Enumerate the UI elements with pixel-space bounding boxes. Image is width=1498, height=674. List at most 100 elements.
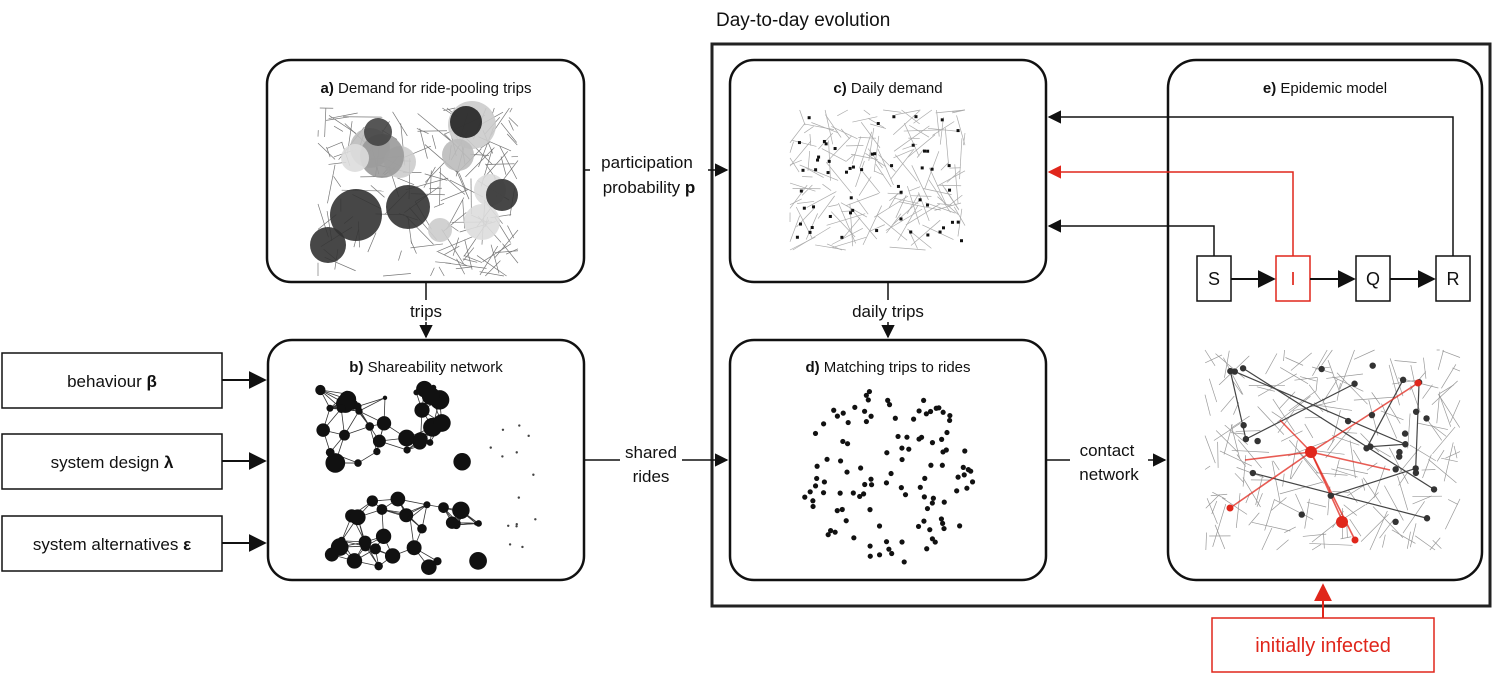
demand-dot — [851, 165, 855, 169]
demand-dot — [899, 217, 903, 221]
infected-node — [1336, 516, 1348, 528]
street-line — [948, 194, 963, 207]
network-node — [349, 509, 366, 526]
participation-label-bg — [590, 148, 708, 198]
shared-rides-label-line2: rides — [633, 467, 670, 486]
ride-dot — [964, 485, 970, 491]
street-line — [1212, 503, 1227, 547]
svg-text:behaviour β: behaviour β — [67, 372, 157, 391]
street-line — [444, 245, 460, 255]
contact-node — [1392, 466, 1399, 473]
street-line — [438, 251, 468, 266]
ride-dot — [861, 408, 868, 414]
ride-dot — [858, 465, 864, 471]
shared-rides-label-line1: shared — [625, 443, 677, 462]
demand-dot — [849, 211, 853, 215]
street-line — [1311, 544, 1322, 551]
street-line — [891, 199, 921, 226]
ride-dot — [898, 485, 904, 491]
ride-dot — [947, 417, 953, 424]
demand-map — [310, 101, 519, 277]
demand-dot — [876, 122, 880, 126]
street-line — [1311, 523, 1336, 543]
participation-label-line1: participation — [601, 153, 693, 172]
street-line — [789, 141, 794, 153]
panel-b: b) Shareability network — [266, 338, 586, 582]
contact-node — [1402, 441, 1409, 448]
contact-edge — [1366, 379, 1404, 449]
street-line — [894, 197, 919, 204]
ride-dot — [915, 523, 922, 530]
contact-node — [1231, 368, 1238, 375]
street-line — [895, 195, 907, 218]
street-line — [932, 121, 955, 136]
panel-e: e) Epidemic model — [1166, 58, 1484, 582]
street-line — [855, 160, 865, 188]
network-node — [376, 416, 392, 431]
demand-dot — [873, 152, 877, 156]
street-line — [952, 109, 966, 114]
network-node — [501, 455, 504, 458]
street-line — [502, 243, 519, 264]
network-node — [426, 439, 434, 446]
network-edge — [357, 397, 386, 407]
street-line — [1284, 526, 1296, 534]
street-line — [1279, 481, 1323, 495]
network-node — [365, 422, 375, 431]
ride-dot — [941, 499, 947, 505]
contact-edge — [1234, 370, 1406, 445]
street-line — [1234, 473, 1245, 483]
demand-dot — [851, 208, 855, 212]
ride-dot — [821, 479, 827, 485]
street-line — [1327, 438, 1335, 451]
contact-node — [1318, 365, 1325, 373]
network-node — [507, 524, 510, 527]
street-line — [789, 215, 801, 242]
street-line — [1224, 350, 1230, 378]
evolution-title: Day-to-day evolution — [716, 10, 890, 31]
demand-dot — [956, 129, 960, 133]
street-line — [831, 228, 863, 245]
street-line — [803, 126, 814, 134]
demand-circle — [360, 134, 404, 178]
contact-node — [1240, 422, 1247, 429]
ride-dot — [928, 462, 934, 468]
street-line — [1204, 349, 1216, 367]
street-line — [1453, 445, 1458, 459]
street-line — [509, 107, 513, 113]
street-line — [1285, 357, 1304, 366]
street-line — [1362, 477, 1382, 505]
street-line — [482, 243, 512, 263]
street-line — [1277, 410, 1295, 434]
ride-dot — [825, 532, 831, 538]
contact-node — [1367, 443, 1374, 450]
panel-e-title: e) Epidemic model — [1263, 80, 1387, 97]
svg-text:system design λ: system design λ — [51, 453, 174, 472]
street-line — [799, 109, 806, 126]
street-line — [464, 239, 473, 270]
ride-dot — [868, 482, 875, 488]
street-line — [925, 202, 956, 214]
ride-dot — [812, 483, 819, 489]
street-line — [506, 248, 519, 255]
demand-dot — [909, 230, 913, 234]
arrow-r-to-demand — [1047, 110, 1454, 256]
street-line — [868, 127, 875, 161]
street-line — [1447, 499, 1459, 505]
ride-dot — [916, 408, 922, 414]
street-line — [1204, 394, 1211, 416]
ride-dot — [868, 413, 874, 419]
street-line — [1384, 485, 1404, 521]
ride-dot — [930, 495, 936, 501]
street-line — [937, 203, 952, 206]
street-line — [1452, 367, 1461, 372]
street-line — [1389, 358, 1404, 397]
ride-dot — [957, 523, 963, 529]
contact-node — [1344, 417, 1352, 425]
street-line — [383, 273, 411, 277]
ride-dot — [901, 559, 907, 565]
street-line — [1219, 450, 1253, 467]
street-line — [954, 164, 959, 204]
demand-dot — [817, 155, 821, 159]
street-line — [1220, 395, 1235, 413]
